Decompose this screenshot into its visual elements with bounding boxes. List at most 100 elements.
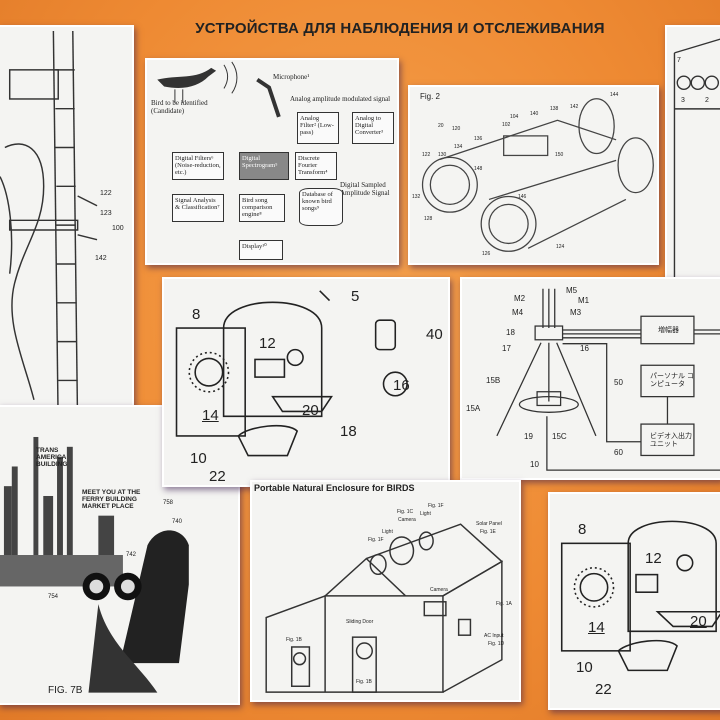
top-right-drawing: 7 3 2 xyxy=(665,25,720,301)
ref-label: 120 xyxy=(452,126,461,132)
ref-label: 15B xyxy=(486,376,501,385)
ref-label: 18 xyxy=(340,423,357,440)
ref-label: 17 xyxy=(502,344,511,353)
fig7b-drawing: TRANS AMERICA BUILDING MEET YOU AT THE F… xyxy=(0,405,240,705)
ref-label: 100 xyxy=(112,225,124,232)
ref-label: 130 xyxy=(438,152,447,158)
dft-box: Discrete Fourier Transform⁴ xyxy=(295,152,337,180)
ref-label: 150 xyxy=(555,152,564,158)
figure-caption: FIG. 7B xyxy=(48,685,83,696)
birdbox2-drawing: 8 12 14 20 10 22 xyxy=(548,492,720,710)
ref-label: M1 xyxy=(578,296,590,305)
ladder-sketch xyxy=(0,31,98,429)
bird-and-mic-sketch xyxy=(157,61,281,118)
binoculars-sketch xyxy=(421,98,654,252)
ref-label: 123 xyxy=(100,210,112,217)
sampled-label: Digital Sampled Amplitude Signal xyxy=(340,181,390,197)
ref-label: 140 xyxy=(530,111,539,117)
ref-label: Light xyxy=(420,511,431,517)
ref-label: 18 xyxy=(506,328,515,337)
top-right-sketch xyxy=(673,38,720,287)
ref-label: Camera xyxy=(430,587,448,593)
analysis-box: Signal Analysis & Classification⁷ xyxy=(172,194,224,222)
ref-label: 2 xyxy=(705,97,709,104)
engine-box: Bird song comparison engine⁸ xyxy=(239,194,285,222)
ref-label: Sliding Door xyxy=(346,619,374,625)
ref-label: 122 xyxy=(100,190,112,197)
microphone-label: Microphone¹ xyxy=(273,73,310,81)
ref-label: Light xyxy=(382,529,393,535)
ref-label: 128 xyxy=(424,216,433,222)
ref-label: 14 xyxy=(202,407,219,424)
ref-label: 14 xyxy=(588,619,605,636)
ref-label: 104 xyxy=(510,114,519,120)
binoculars-drawing: Fig. 2 144 140 138 142 104 102 20 120 13… xyxy=(408,85,659,265)
ref-label: 5 xyxy=(351,288,360,305)
enclosure-title: Portable Natural Enclosure for BIRDS xyxy=(254,483,415,493)
display-box: Display¹⁰ xyxy=(239,240,283,260)
ref-label: 16 xyxy=(393,377,410,394)
ref-label: Fig. 1B xyxy=(286,637,302,643)
ref-label: 144 xyxy=(610,92,619,98)
ref-label: 124 xyxy=(556,244,565,250)
birdbox2-sketch xyxy=(560,520,720,672)
signal-label: Analog amplitude modulated signal xyxy=(290,95,391,103)
ref-label: 22 xyxy=(209,468,226,485)
ref-label: Fig. 1E xyxy=(480,529,496,535)
ref-label: 134 xyxy=(454,144,463,150)
ref-label: 20 xyxy=(690,613,707,630)
ref-label: 20 xyxy=(438,123,444,129)
pc-box-label: パーソナル コンピュータ xyxy=(650,373,694,388)
ref-label: 20 xyxy=(302,402,319,419)
tripod-drawing: M5 M2 M1 M4 M3 18 17 16 15B 15A 19 15C 1… xyxy=(460,277,720,480)
ref-label: Fig. 1C xyxy=(397,509,414,515)
ref-label: 754 xyxy=(48,594,59,600)
ref-label: 16 xyxy=(580,344,589,353)
ref-label: 102 xyxy=(502,122,511,128)
ref-label: 12 xyxy=(645,550,662,567)
digital-filters-box: Digital Filters⁶ (Noise-reduction, etc.) xyxy=(172,152,224,180)
birdbox-sketch xyxy=(175,290,408,457)
ref-label: AC Input xyxy=(484,633,504,639)
ref-label: 60 xyxy=(614,448,623,457)
adc-box: Analog to Digital Converter³ xyxy=(352,112,394,144)
ladder-stand-drawing: 122 123 100 142 xyxy=(0,25,134,435)
ref-label: 142 xyxy=(95,255,107,262)
ref-label: 136 xyxy=(474,136,483,142)
figure-label: Fig. 2 xyxy=(420,92,441,101)
ref-label: M5 xyxy=(566,286,578,295)
ref-label: Fig. 1D xyxy=(488,641,505,647)
ref-label: 8 xyxy=(192,306,201,323)
ref-label: 758 xyxy=(163,500,174,506)
tripod-sketch xyxy=(496,288,720,471)
ref-label: Fig. 1A xyxy=(496,601,512,607)
bird-label: Bird to be identified (Candidate) xyxy=(151,99,208,115)
database-box: Database of known bird songs⁹ xyxy=(299,188,343,226)
birdsong-flowchart: Bird to be identified (Candidate) Microp… xyxy=(145,58,399,265)
ref-label: 7 xyxy=(677,57,681,64)
city-binoculars-sketch xyxy=(0,436,189,693)
ref-label: 10 xyxy=(576,659,593,676)
meet-you-label: MEET YOU AT THE FERRY BUILDING MARKET PL… xyxy=(82,489,141,511)
ref-label: 19 xyxy=(524,432,533,441)
ref-label: 15C xyxy=(552,432,567,441)
ref-label: 122 xyxy=(422,152,431,158)
ref-label: Solar Panel xyxy=(476,521,502,527)
ref-label: 40 xyxy=(426,326,443,343)
ref-label: M3 xyxy=(570,308,582,317)
ref-label: 10 xyxy=(190,450,207,467)
ref-label: Fig. 1B xyxy=(356,679,372,685)
ref-label: Camera xyxy=(398,517,416,523)
ref-label: 15A xyxy=(466,404,481,413)
ref-label: Fig. 1F xyxy=(428,503,444,509)
analog-filter-box: Analog Filter² (Low-pass) xyxy=(297,112,339,144)
ref-label: M2 xyxy=(514,294,526,303)
ref-label: 142 xyxy=(570,104,579,110)
page-title: УСТРОЙСТВА ДЛЯ НАБЛЮДЕНИЯ И ОТСЛЕЖИВАНИЯ xyxy=(195,20,605,37)
enclosure-drawing: Portable Natural Enclosure for BIRDS Fig… xyxy=(250,480,521,702)
ref-label: Fig. 1F xyxy=(368,537,384,543)
ref-label: 3 xyxy=(681,97,685,104)
ref-label: 8 xyxy=(578,521,587,538)
ref-label: 146 xyxy=(518,194,527,200)
ref-label: 132 xyxy=(412,194,421,200)
